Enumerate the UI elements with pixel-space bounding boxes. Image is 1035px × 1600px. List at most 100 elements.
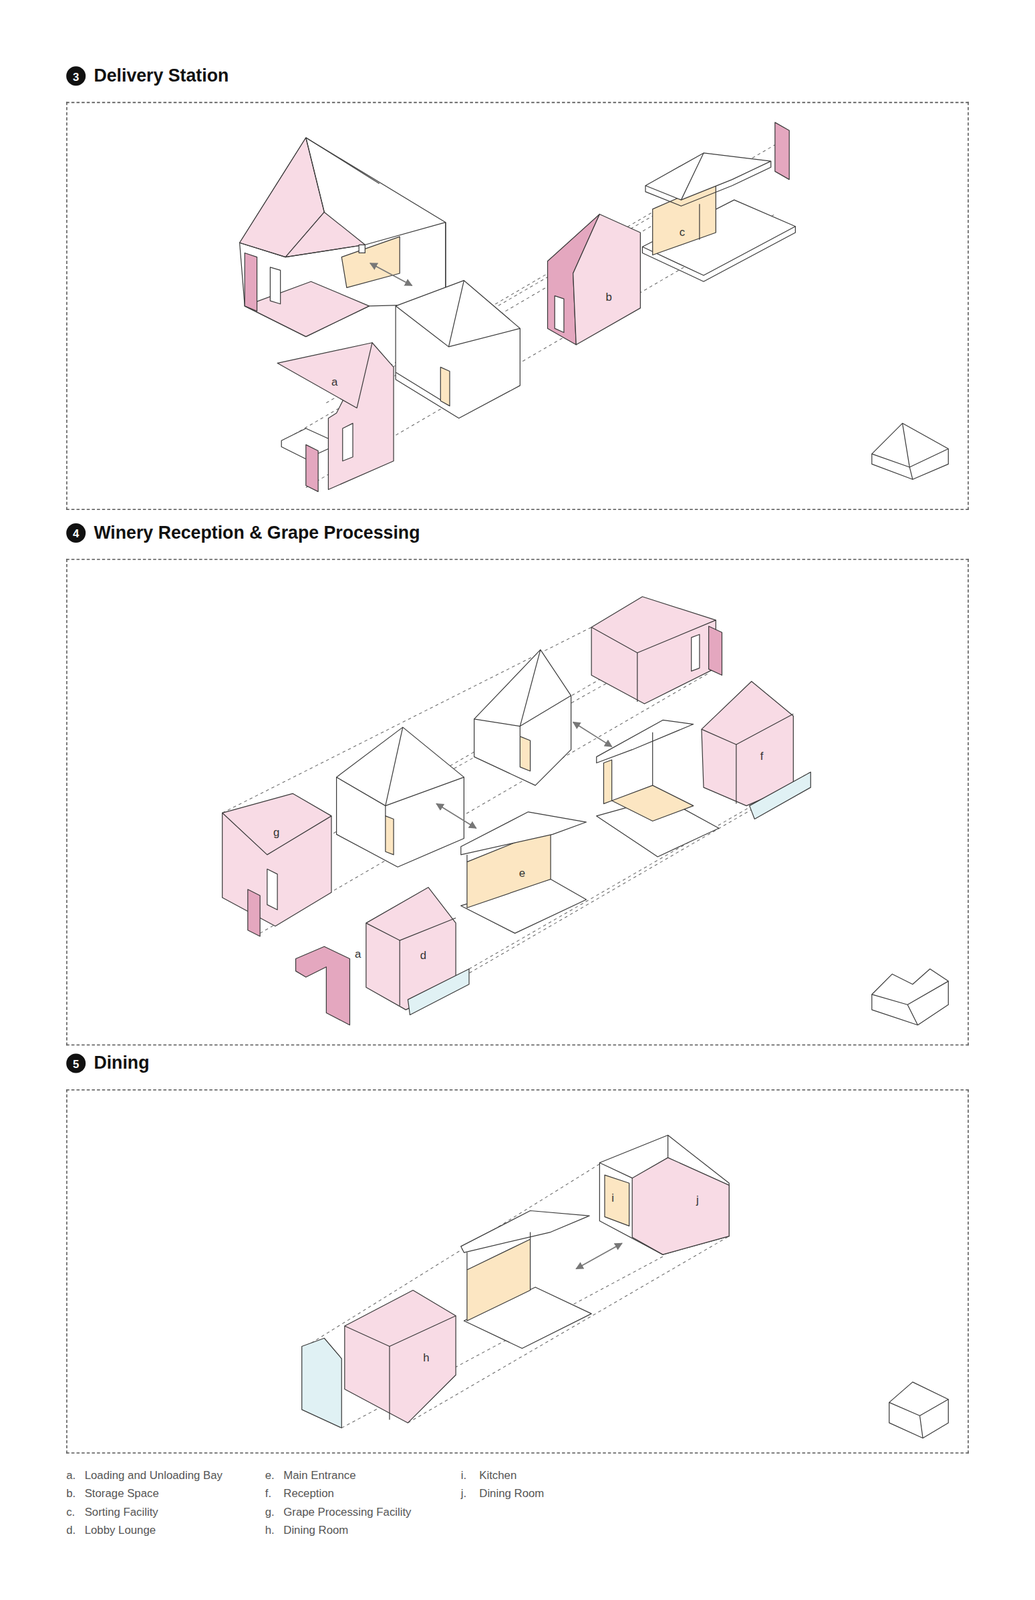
thumbnail bbox=[909, 467, 913, 480]
assembled-module bbox=[358, 244, 365, 253]
module-g bbox=[267, 868, 278, 910]
assembled-module bbox=[306, 137, 380, 184]
module-top-right bbox=[591, 596, 722, 704]
white-module bbox=[474, 649, 572, 786]
module-open bbox=[652, 732, 653, 786]
legend-letter: a. bbox=[66, 1467, 76, 1482]
module-d bbox=[296, 946, 351, 1025]
module-c bbox=[645, 161, 772, 206]
white-module bbox=[336, 726, 465, 867]
module-top-right bbox=[636, 652, 638, 702]
module-f bbox=[701, 713, 794, 745]
module-a bbox=[342, 422, 353, 461]
legend-text: Reception bbox=[283, 1486, 335, 1501]
section-frame: 5Diningijh bbox=[66, 1089, 969, 1454]
white-module bbox=[395, 306, 520, 347]
space-letter-text: d bbox=[420, 948, 427, 961]
white-module bbox=[519, 726, 521, 737]
module-open bbox=[461, 1210, 590, 1253]
module-ij bbox=[599, 1135, 729, 1255]
assembled-module bbox=[239, 222, 446, 258]
space-letter-text: g bbox=[273, 825, 280, 838]
space-letter-text: b bbox=[605, 290, 612, 303]
legend-letter: d. bbox=[66, 1522, 76, 1537]
white-module bbox=[336, 777, 465, 806]
module-d bbox=[296, 887, 470, 1025]
module-open bbox=[529, 1232, 531, 1240]
thumbnail bbox=[889, 1381, 949, 1438]
thumbnail bbox=[871, 448, 949, 467]
space-letter: d bbox=[416, 943, 430, 965]
module-d bbox=[366, 917, 456, 941]
module-e bbox=[461, 811, 587, 934]
white-module bbox=[336, 726, 465, 867]
section-title: Winery Reception & Grape Processing bbox=[93, 521, 420, 544]
white-module bbox=[395, 280, 520, 419]
module-b bbox=[554, 296, 564, 333]
module-f bbox=[701, 680, 794, 806]
module-b bbox=[573, 213, 641, 345]
white-module bbox=[474, 695, 572, 727]
module-g bbox=[222, 793, 332, 937]
white-module bbox=[519, 649, 541, 726]
thumbnail bbox=[871, 422, 949, 480]
space-letter-text: f bbox=[760, 749, 764, 762]
module-ij bbox=[632, 1157, 729, 1255]
double-arrow bbox=[575, 1242, 623, 1269]
white-module bbox=[385, 815, 394, 855]
module-h bbox=[344, 1290, 456, 1423]
legend-letter: b. bbox=[66, 1486, 76, 1501]
thumbnail bbox=[889, 1399, 949, 1416]
thumbnail bbox=[871, 968, 949, 1025]
legend-letter: c. bbox=[66, 1504, 75, 1519]
thumbnail bbox=[902, 422, 911, 468]
space-letter-text: h bbox=[422, 1351, 429, 1364]
module-c bbox=[698, 203, 700, 240]
module-d bbox=[399, 940, 401, 1006]
module-open bbox=[596, 719, 694, 763]
space-letter-text: j bbox=[696, 1193, 699, 1206]
white-module bbox=[385, 726, 403, 806]
module-h bbox=[302, 1337, 343, 1428]
module-open bbox=[612, 785, 694, 821]
thumbnail bbox=[871, 422, 949, 480]
space-letter: i bbox=[608, 1186, 618, 1207]
guide-lines bbox=[469, 771, 811, 969]
space-letter: b bbox=[602, 285, 616, 307]
module-g bbox=[247, 889, 260, 937]
module-e bbox=[466, 854, 468, 862]
legend-text: Loading and Unloading Bay bbox=[84, 1467, 223, 1482]
white-module bbox=[384, 805, 386, 816]
space-letter-text: a bbox=[331, 375, 338, 388]
module-open bbox=[467, 1238, 531, 1321]
space-letter: h bbox=[420, 1345, 433, 1367]
module-d bbox=[407, 968, 470, 1015]
legend-text: Kitchen bbox=[479, 1467, 517, 1482]
white-module bbox=[448, 280, 464, 347]
module-top-right bbox=[708, 626, 723, 675]
module-a bbox=[277, 342, 394, 492]
module-top-right bbox=[591, 596, 716, 704]
legend-text: Grape Processing Facility bbox=[283, 1504, 411, 1519]
guide-lines bbox=[222, 622, 812, 1010]
legend-letter: j. bbox=[461, 1486, 467, 1501]
assembled-module bbox=[306, 137, 325, 212]
white-module bbox=[440, 366, 450, 406]
module-open bbox=[603, 759, 612, 804]
module-open bbox=[461, 1210, 592, 1348]
module-g bbox=[222, 793, 332, 926]
module-open bbox=[596, 719, 719, 856]
module-g bbox=[222, 812, 332, 855]
module-a bbox=[306, 444, 319, 492]
section-title: Dining bbox=[93, 1052, 150, 1074]
assembled-module bbox=[285, 211, 365, 257]
assembled-module bbox=[269, 267, 280, 305]
white-module bbox=[395, 280, 520, 419]
module-f bbox=[701, 680, 811, 819]
section-heading: 5Dining bbox=[66, 1052, 150, 1074]
module-h bbox=[344, 1315, 456, 1347]
module-c bbox=[775, 122, 790, 180]
legend-letter: f. bbox=[265, 1486, 272, 1501]
space-letter-text: i bbox=[611, 1190, 615, 1203]
